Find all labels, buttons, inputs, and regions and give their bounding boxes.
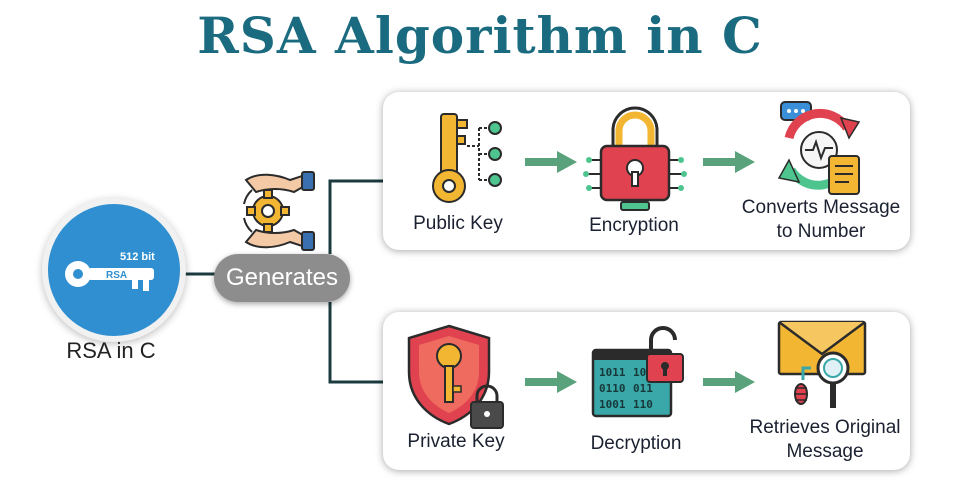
private-key-shield-icon: [407, 324, 504, 429]
badge-bits-text: 512 bit: [120, 251, 155, 263]
rsa-key-icon: 512 bit RSA: [65, 251, 155, 291]
private-key-label: Private Key: [407, 431, 505, 452]
converts-message-line-2: to Number: [776, 221, 866, 242]
gear-hands-icon: [243, 171, 315, 251]
badge-name-text: RSA: [106, 270, 127, 281]
encryption-lock-icon: [583, 106, 687, 211]
retrieves-message-line-2: Message: [786, 441, 864, 462]
root-label: RSA in C: [66, 338, 156, 363]
svg-text:011: 011: [633, 382, 653, 395]
flow-arrow-icon: [703, 371, 755, 393]
flow-arrow-icon: [525, 151, 577, 173]
public-key-icon: [432, 113, 502, 203]
svg-text:1011: 1011: [599, 366, 626, 379]
generates-node: Generates: [214, 254, 350, 302]
encryption-label: Encryption: [589, 215, 679, 236]
decryption-label: Decryption: [590, 433, 682, 454]
converts-message-label: Converts Message to Number: [735, 196, 907, 244]
converts-message-line-1: Converts Message: [741, 197, 901, 218]
flow-arrow-icon: [703, 151, 755, 173]
public-key-flow-panel: Public Key Encryption Converts Message t…: [383, 92, 910, 250]
public-key-label: Public Key: [413, 213, 503, 234]
flow-arrow-icon: [525, 371, 577, 393]
rsa-root-node: 512 bit RSA: [42, 198, 186, 342]
svg-text:0110: 0110: [599, 382, 626, 395]
diagram-title: RSA Algorithm in C: [197, 6, 763, 65]
retrieves-message-line-1: Retrieves Original: [749, 417, 901, 438]
retrieves-message-label: Retrieves Original Message: [739, 416, 911, 464]
svg-text:110: 110: [633, 398, 653, 411]
retrieve-message-icon: [777, 320, 867, 408]
converts-message-icon: [777, 101, 861, 195]
svg-text:1001: 1001: [599, 398, 626, 411]
